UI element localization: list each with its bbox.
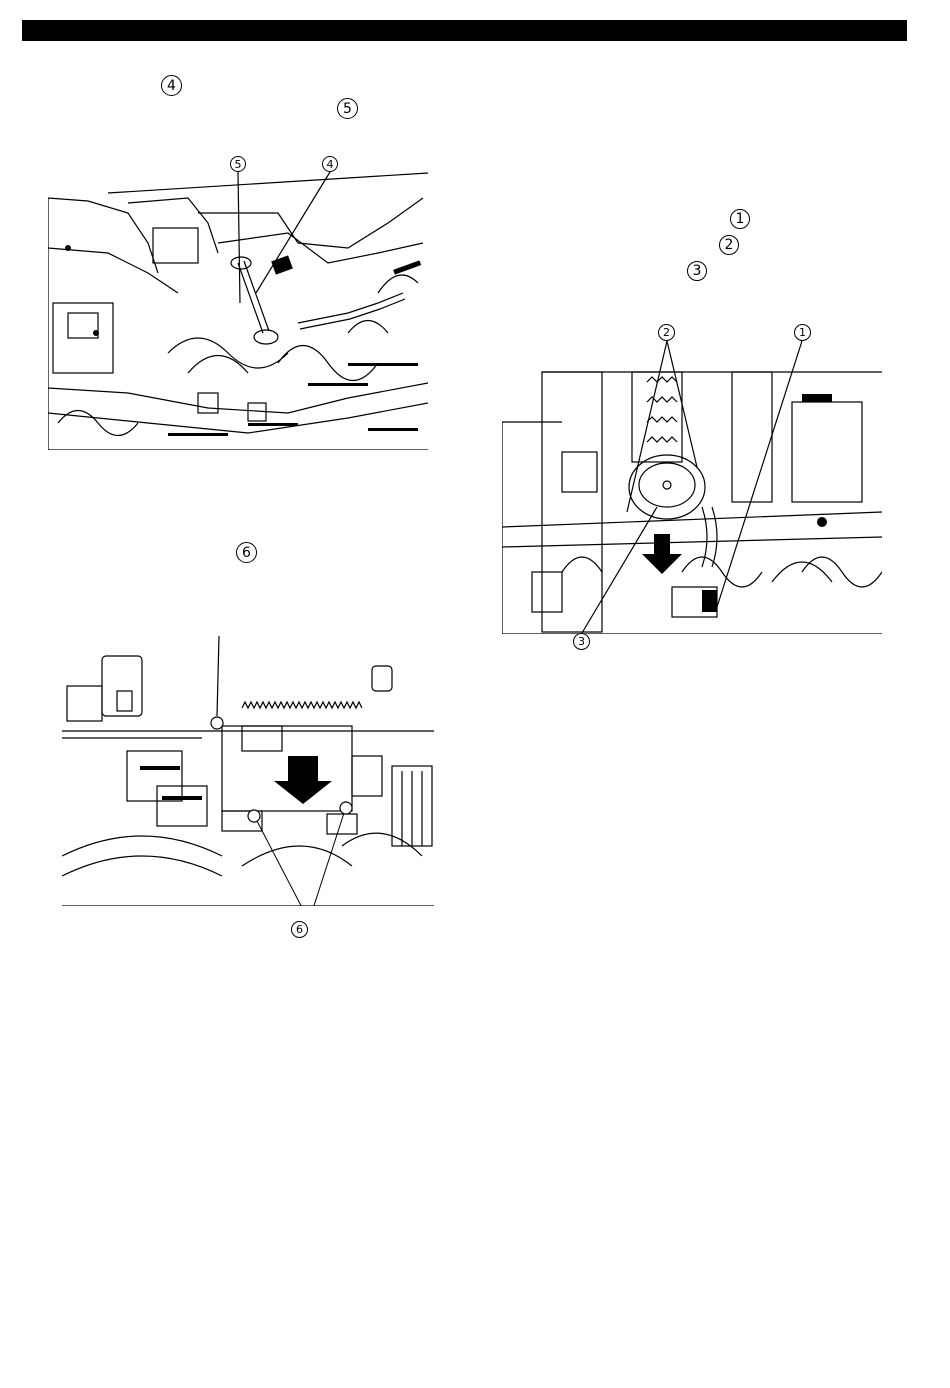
figure-1: 5 4 [48,153,428,450]
shaft-and-lever-illustration [48,153,428,450]
figure-2-callout-6: 6 [291,921,308,938]
step-marker-2: 2 [719,235,739,255]
step-marker-6: 6 [236,542,257,563]
motor-connector-illustration [502,322,882,634]
header-bar [22,20,907,41]
figure-3: 2 1 3 [502,322,882,652]
motor-bracket-illustration [62,636,434,906]
step-marker-5: 5 [337,98,358,119]
step-marker-3: 3 [687,261,707,281]
step-marker-4: 4 [161,75,182,96]
figure-3-callout-3: 3 [573,633,590,650]
figure-2: 6 [62,636,434,944]
step-marker-1: 1 [730,209,750,229]
